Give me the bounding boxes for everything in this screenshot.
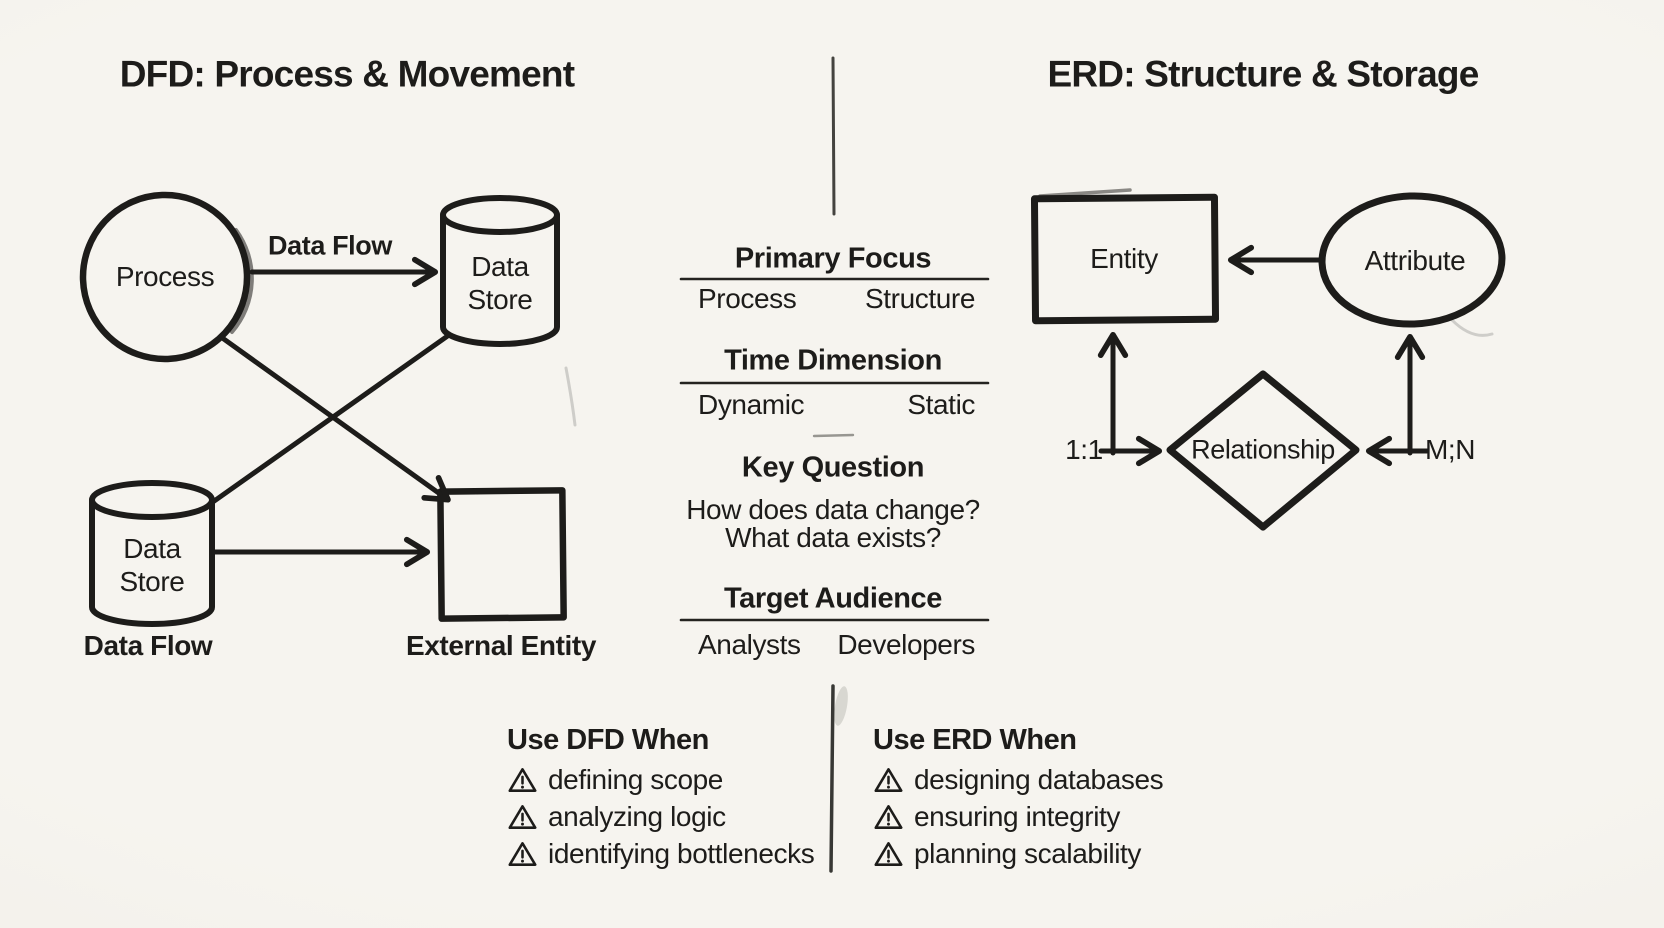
list-item: identifying bottlenecks <box>507 835 815 872</box>
faint-mark-above-key-question <box>812 433 855 438</box>
list-item: defining scope <box>507 761 814 798</box>
list-item-label: designing databases <box>914 763 1164 795</box>
warning-icon <box>874 767 903 792</box>
list-item: ensuring integrity <box>873 798 1163 835</box>
cardinality-m-n: M;N <box>1424 433 1476 465</box>
use-dfd-when-list: Use DFD When defining scope analyzing lo… <box>507 722 815 872</box>
attribute-ellipse <box>1318 192 1506 328</box>
relationship-diamond <box>1166 370 1360 531</box>
comparison-values-target-audience: Analysts Developers <box>698 627 975 663</box>
warning-icon <box>874 841 903 866</box>
warning-icon <box>874 804 903 829</box>
comparison-heading-key-question: Key Question <box>741 451 925 484</box>
data-flow-caption: Data Flow <box>83 629 213 661</box>
dfd-title: DFD: Process & Movement <box>119 53 575 95</box>
bottom-divider-line <box>829 684 835 873</box>
list-item: designing databases <box>873 761 1164 798</box>
external-entity-caption: External Entity <box>405 629 597 661</box>
top-divider-line <box>831 56 836 216</box>
key-question-line2: What data exists? <box>725 521 941 553</box>
data-flow-edge-label: Data Flow <box>268 230 392 261</box>
comparison-value-erd: Static <box>907 389 975 420</box>
entity-node-label: Entity <box>1090 242 1158 274</box>
pencil-smudge <box>834 686 848 726</box>
attribute-node-label: Attribute <box>1364 244 1466 276</box>
comparison-value-erd: Structure <box>865 283 975 314</box>
list-item-label: analyzing logic <box>548 800 726 832</box>
entity-overdraw <box>1038 188 1132 198</box>
list-item: planning scalability <box>873 835 1163 872</box>
data-store-top-label-line1: Data <box>471 250 529 282</box>
data-store-bottom-label-line1: Data <box>123 532 181 564</box>
process-circle-overdraw <box>230 228 254 334</box>
erd-title: ERD: Structure & Storage <box>1047 53 1479 95</box>
list-item-label: identifying bottlenecks <box>548 837 815 869</box>
comparison-value-dfd: Process <box>698 283 797 314</box>
comparison-heading-target-audience: Target Audience <box>724 582 942 615</box>
process-node-label: Process <box>115 260 215 292</box>
comparison-values-time-dimension: Dynamic Static <box>698 387 975 423</box>
erd-diagram <box>1030 188 1506 531</box>
data-store-top-label-line2: Store <box>467 283 533 315</box>
list-item: analyzing logic <box>507 798 814 835</box>
use-erd-when-list: Use ERD When designing databases ensurin… <box>873 722 1164 872</box>
relationship-node-label: Relationship <box>1191 434 1335 465</box>
flow-store-to-store <box>207 332 452 507</box>
comparison-value-dfd: Analysts <box>698 629 801 660</box>
pencil-smudge <box>564 366 577 427</box>
warning-icon <box>508 804 537 829</box>
list-item-label: defining scope <box>548 763 723 795</box>
warning-icon <box>508 767 537 792</box>
comparison-value-erd: Developers <box>837 629 975 660</box>
cardinality-one-to-one: 1:1 <box>1065 433 1103 465</box>
external-entity-square <box>437 487 567 622</box>
use-dfd-when-heading: Use DFD When <box>507 723 709 756</box>
warning-icon <box>508 841 537 866</box>
process-circle <box>79 191 251 363</box>
key-question-line1: How does data change? <box>686 493 980 525</box>
comparison-heading-time-dimension: Time Dimension <box>724 344 942 377</box>
center-rules <box>679 56 990 873</box>
comparison-heading-primary-focus: Primary Focus <box>734 242 932 275</box>
comparison-values-primary-focus: Process Structure <box>698 281 975 317</box>
data-store-bottom-label-line2: Store <box>119 565 185 597</box>
dfd-diagram <box>79 191 577 627</box>
pencil-smudge <box>1450 318 1494 337</box>
entity-rectangle <box>1030 193 1220 325</box>
use-erd-when-heading: Use ERD When <box>873 723 1077 756</box>
list-item-label: planning scalability <box>914 837 1142 869</box>
comparison-value-dfd: Dynamic <box>698 389 805 420</box>
list-item-label: ensuring integrity <box>914 800 1121 832</box>
